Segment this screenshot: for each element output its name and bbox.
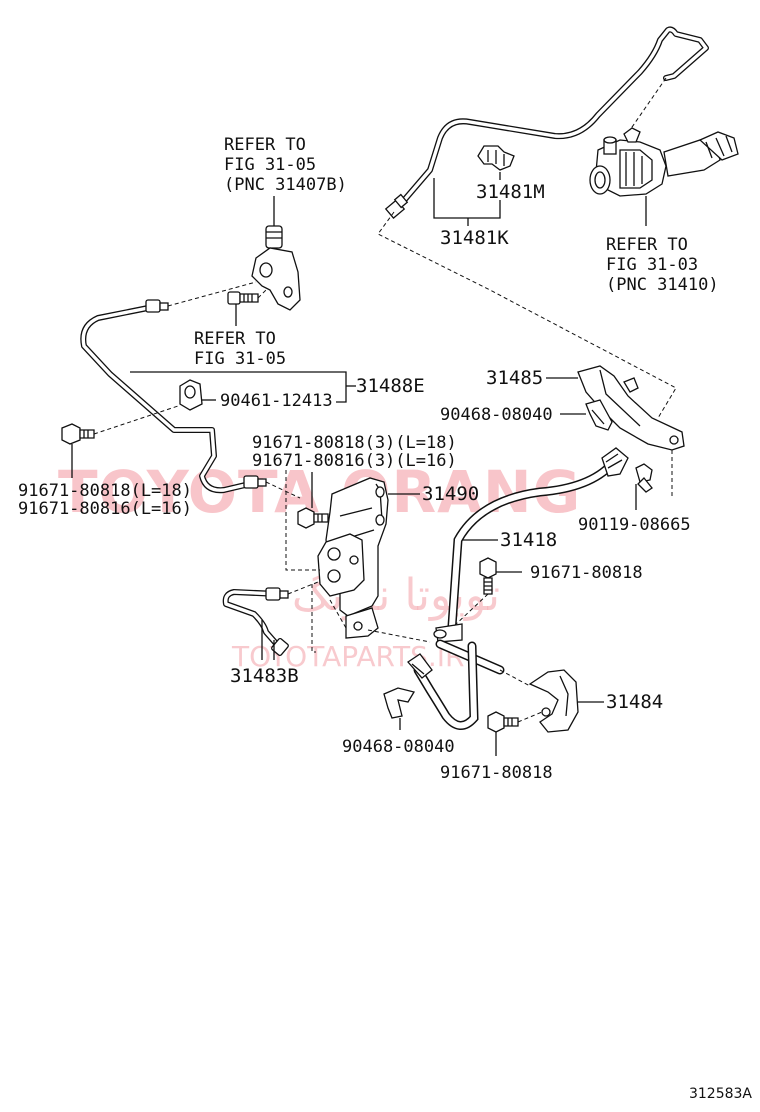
label-31483b: 31483B xyxy=(230,665,299,687)
bolt-left-91671 xyxy=(61,423,95,445)
clip-90468-top xyxy=(585,399,613,431)
bolt-center-91671 xyxy=(297,507,329,529)
refer-3105-pnc-line1: REFER TO xyxy=(224,135,306,155)
label-91671-multi-b: 91671-80816(3)(L=16) xyxy=(252,451,457,471)
leader-31488e xyxy=(130,371,347,403)
refer-3105-line2: FIG 31-05 xyxy=(194,349,286,369)
clutch-tube-31481k xyxy=(384,26,709,220)
refer-3105-pnc-line3: (PNC 31407B) xyxy=(224,175,347,195)
leader-31481k xyxy=(433,178,501,219)
bracket-31485 xyxy=(577,365,685,451)
label-90468-bottom: 90468-08040 xyxy=(342,737,455,757)
dash-guide-lower xyxy=(311,584,316,653)
dash-guide-center xyxy=(285,470,320,571)
clamp-90461 xyxy=(179,379,203,411)
clip-90468-bottom xyxy=(383,687,416,719)
bolt-mid-91671 xyxy=(479,557,497,595)
clamp-31481m xyxy=(477,145,515,171)
label-91671-multi-a: 91671-80818(3)(L=18) xyxy=(252,433,457,453)
hose-lower xyxy=(407,639,505,730)
union-bolt-90119 xyxy=(635,463,653,493)
label-31418: 31418 xyxy=(500,529,557,551)
label-90461: 90461-12413 xyxy=(220,391,333,411)
valve-body xyxy=(317,533,365,597)
bleeder-housing xyxy=(251,225,301,311)
label-91671-left-b: 91671-80816(L=16) xyxy=(18,499,192,519)
clutch-tube-31488e xyxy=(80,299,267,494)
bracket-31484 xyxy=(528,669,579,733)
hose-31418 xyxy=(433,447,629,643)
refer-3105-line1: REFER TO xyxy=(194,329,276,349)
bolt-bottom-91671 xyxy=(487,711,519,733)
bolt-refer-3105 xyxy=(227,291,259,305)
label-91671-bottom: 91671-80818 xyxy=(440,763,553,783)
label-31490: 31490 xyxy=(422,483,479,505)
tube-31483b xyxy=(222,587,289,657)
refer-3103-line3: (PNC 31410) xyxy=(606,275,719,295)
label-31481m: 31481M xyxy=(476,181,545,203)
label-31485: 31485 xyxy=(486,367,543,389)
label-91671-mid: 91671-80818 xyxy=(530,563,643,583)
label-90468-top: 90468-08040 xyxy=(440,405,553,425)
refer-3103-line1: REFER TO xyxy=(606,235,688,255)
refer-3103-line2: FIG 31-03 xyxy=(606,255,698,275)
drawing-code: 312583A xyxy=(689,1086,752,1102)
refer-3105-pnc-line2: FIG 31-05 xyxy=(224,155,316,175)
label-31488e: 31488E xyxy=(356,375,425,397)
label-31484: 31484 xyxy=(606,691,663,713)
master-cylinder xyxy=(589,127,739,197)
label-90119: 90119-08665 xyxy=(578,515,691,535)
label-31481k: 31481K xyxy=(440,227,509,249)
label-91671-left-a: 91671-80818(L=18) xyxy=(18,481,192,501)
dashed-region-right xyxy=(377,211,677,419)
